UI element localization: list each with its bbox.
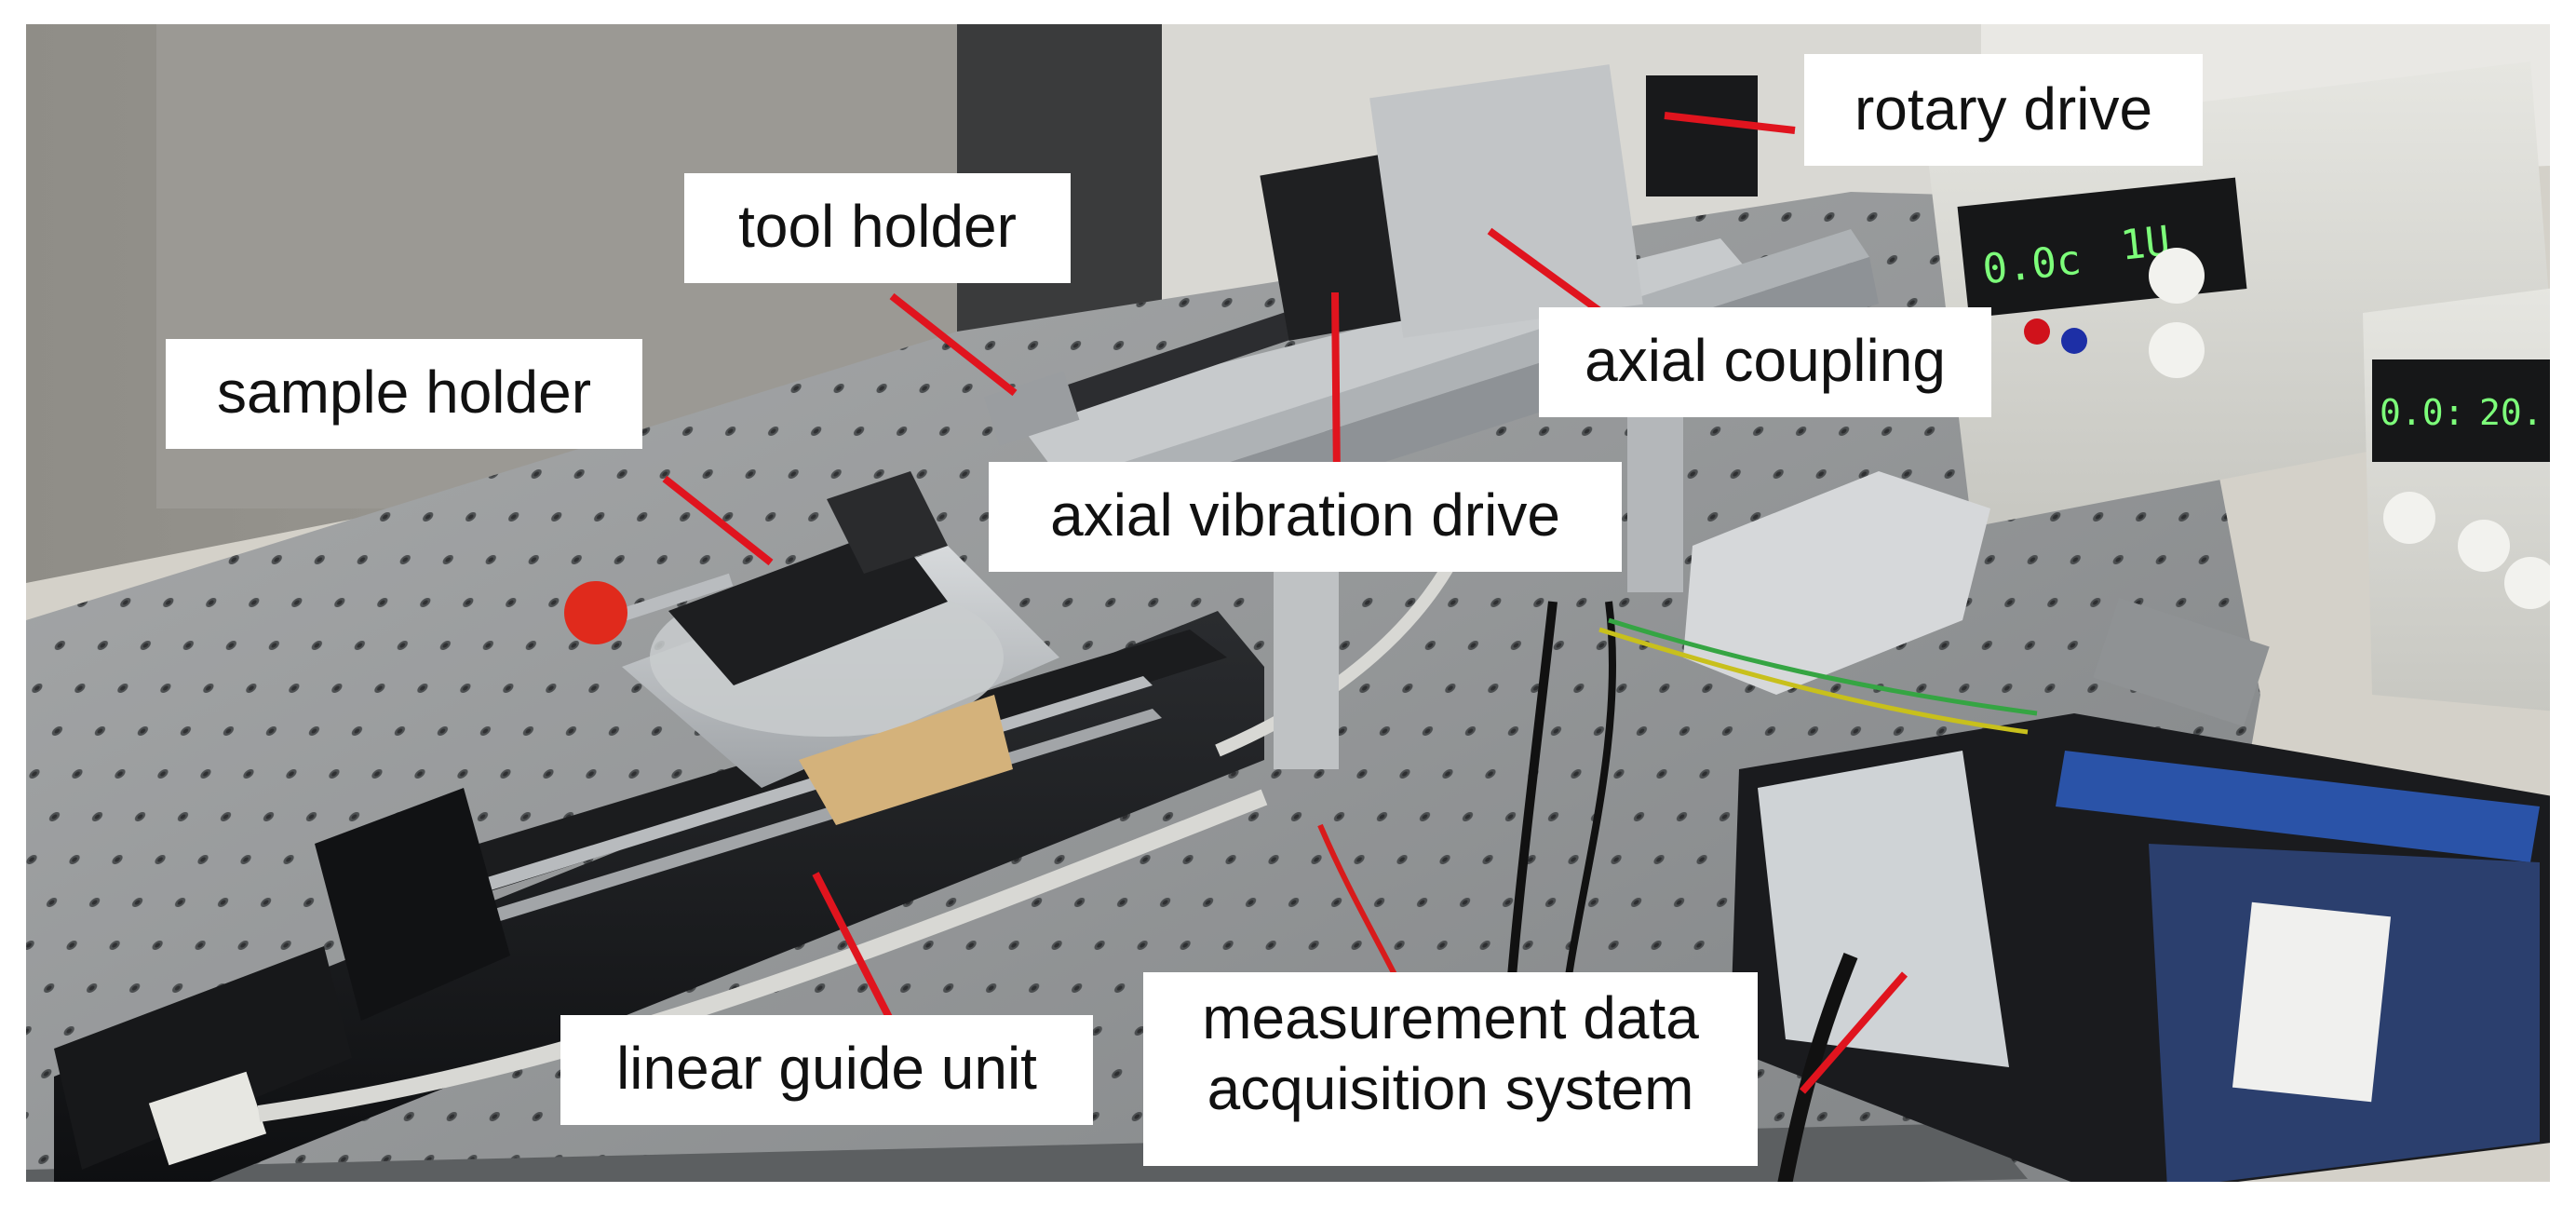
vibration-drive-block — [1260, 155, 1409, 341]
psu-lower-display-panel — [2372, 359, 2550, 462]
label-rotary-drive: rotary drive — [1804, 54, 2203, 166]
leader-sample-holder — [662, 475, 774, 566]
cork-block — [799, 695, 1013, 825]
power-supply-lower — [2363, 288, 2550, 711]
psu-upper-terminal-red — [2024, 318, 2050, 345]
psu-lower-display-right: 20. — [2479, 392, 2543, 433]
psu-upper-display-left: 0.0c — [1980, 237, 2084, 294]
label-rotary-drive-text: rotary drive — [1854, 75, 2153, 142]
daq-terminal-block — [2056, 751, 2540, 862]
label-axial-vibration-drive-text: axial vibration drive — [1050, 481, 1560, 549]
linear-guide-end-block — [315, 788, 510, 1021]
lab-setup-photo: 0.0c 1U 0.0: 20. — [26, 24, 2550, 1182]
leader-tool-holder — [889, 292, 1018, 397]
wire-green — [1608, 617, 2038, 716]
label-measurement-line-2: acquisition system — [1207, 1054, 1694, 1122]
motor-mount-plate — [1369, 64, 1643, 338]
label-tool-holder-text: tool holder — [738, 193, 1017, 260]
controller-box — [1683, 471, 1990, 695]
daq-module-panel — [1758, 751, 2009, 1067]
psu-lower-knob-2 — [2458, 520, 2510, 572]
vise-jaw — [827, 471, 948, 574]
label-linear-guide-unit: linear guide unit — [560, 1015, 1093, 1125]
label-axial-vibration-drive: axial vibration drive — [989, 462, 1622, 572]
profile-rail — [1125, 229, 1869, 490]
label-axial-coupling: axial coupling — [1539, 307, 1991, 417]
rotary-motor — [1646, 75, 1758, 196]
leader-linear-guide-unit — [812, 872, 901, 1036]
usb-module — [2093, 597, 2270, 727]
label-sample-holder: sample holder — [166, 339, 642, 449]
leader-measurement-data — [1799, 971, 1908, 1094]
vise-screw — [622, 573, 734, 621]
grey-cable — [257, 789, 1268, 1122]
linear-guide-motor — [54, 946, 352, 1170]
label-measurement-data-acquisition-system: measurement data acquisition system — [1143, 972, 1758, 1166]
label-linear-guide-unit-text: linear guide unit — [616, 1035, 1037, 1102]
wire-yellow-green — [1598, 627, 2029, 735]
label-sample-holder-text: sample holder — [217, 359, 591, 426]
label-tool-holder: tool holder — [684, 173, 1071, 283]
cable-connector — [148, 1071, 267, 1166]
leader-axial-vibration-drive — [1331, 291, 1341, 481]
daq-label-sticker — [2232, 901, 2392, 1103]
psu-upper-knob-2 — [2149, 322, 2205, 378]
label-measurement-line-1: measurement data — [1202, 984, 1699, 1051]
psu-lower-display-left: 0.0: — [2380, 392, 2465, 433]
grey-cable-2 — [1215, 542, 1466, 757]
photo-scene: 0.0c 1U 0.0: 20. — [26, 24, 2550, 1182]
psu-lower-knob-3 — [2504, 557, 2550, 609]
leader-rotary-drive — [1664, 112, 1796, 134]
psu-upper-terminal-blue — [2061, 328, 2087, 354]
psu-lower-knob-1 — [2383, 492, 2435, 544]
red-knob — [564, 581, 627, 644]
psu-upper-knob-1 — [2149, 248, 2205, 304]
label-axial-coupling-text: axial coupling — [1585, 327, 1946, 394]
